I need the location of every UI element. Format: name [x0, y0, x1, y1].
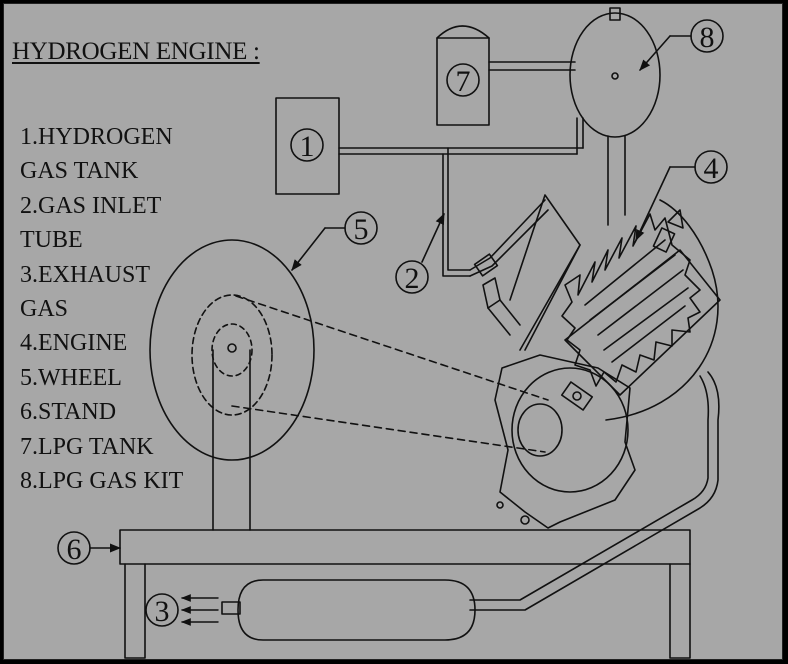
legend-item: 3.EXHAUST: [20, 261, 150, 288]
legend-item: 1.HYDROGEN: [20, 124, 173, 150]
lpg-feed-line: [488, 61, 576, 71]
wheel: [149, 239, 315, 461]
engine-shroud: [605, 199, 719, 421]
exhaust-pipe: [469, 371, 720, 611]
callout-1-label: 1: [300, 130, 315, 163]
stand: [119, 529, 691, 659]
callout-5-label: 5: [354, 213, 369, 246]
legend-item: 4.ENGINE: [20, 330, 128, 357]
callout-5: 5: [291, 211, 378, 271]
legend-item: 2.GAS INLET: [20, 192, 162, 219]
legend-item: TUBE: [20, 227, 83, 254]
callout-8-label: 8: [700, 21, 715, 54]
callout-4: 4: [635, 150, 728, 242]
callout-7: 7: [446, 63, 480, 98]
drive-belt: [231, 295, 549, 453]
legend-item: 5.WHEEL: [20, 364, 122, 391]
wheel-support-post: [212, 349, 251, 531]
lpg-tank: [436, 25, 490, 126]
exhaust-arrows: [181, 594, 219, 626]
callout-4-label: 4: [704, 152, 719, 185]
callout-3: 3: [145, 593, 179, 628]
callout-2: 2: [395, 212, 445, 295]
callout-6: 6: [57, 531, 122, 566]
callout-8: 8: [639, 19, 724, 71]
legend-list: 1.HYDROGEN GAS TANK 2.GAS INLET TUBE 3.E…: [20, 120, 183, 498]
intake-port: [482, 277, 521, 336]
engine-crankcase: [494, 354, 636, 529]
legend-item: 8.LPG GAS KIT: [20, 468, 184, 495]
callout-1: 1: [290, 128, 324, 163]
engine-cylinder: [509, 194, 721, 396]
diagram-title: HYDROGEN ENGINE :: [12, 38, 260, 65]
callout-2-label: 2: [405, 262, 420, 295]
hydrogen-tank: [275, 97, 340, 195]
legend-item: GAS: [20, 296, 69, 323]
exhaust-silencer: [221, 579, 476, 641]
callout-6-label: 6: [67, 533, 82, 566]
legend-item: 7.LPG TANK: [20, 433, 154, 460]
callout-3-label: 3: [155, 595, 170, 628]
legend-item: 6.STAND: [20, 399, 117, 426]
legend-item: GAS TANK: [20, 158, 139, 185]
lpg-gas-kit: [569, 7, 661, 226]
callout-7-label: 7: [456, 65, 471, 98]
